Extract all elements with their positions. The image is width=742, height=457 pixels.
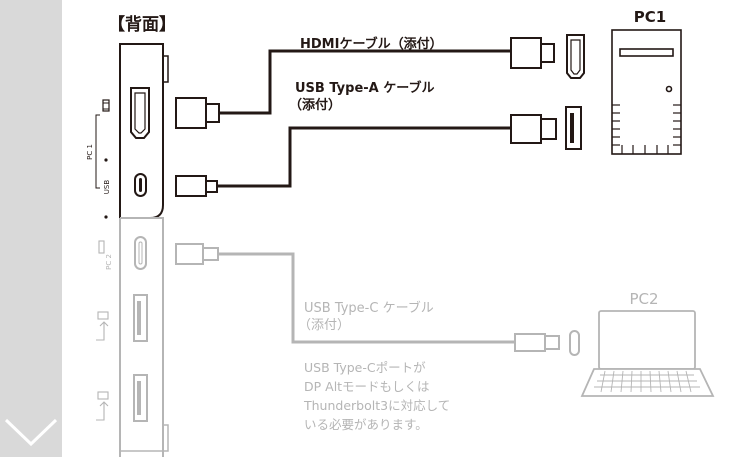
compatibility-note: USB Type-Cポートが DP Altモードもしくは Thunderbolt…	[303, 360, 450, 432]
port-group-label: PC 1	[86, 144, 94, 160]
pc1-label: PC1	[634, 8, 666, 26]
chevron-down-icon[interactable]	[0, 412, 62, 457]
usb-port-label: USB	[103, 180, 111, 195]
pc1-hdmi-port-icon	[566, 34, 585, 79]
monitor-rear-panel	[119, 43, 169, 457]
hdmi-cable-label: HDMIケーブル（添付）	[300, 36, 443, 52]
usb-downstream-icon-2	[96, 391, 109, 421]
hdmi-mark-icon	[98, 240, 105, 254]
pc1-tower-icon	[611, 29, 682, 155]
usb-c-port-pc1	[134, 173, 147, 197]
note-line: USB Type-Cポートが	[304, 360, 426, 375]
usb-downstream-icon-1	[96, 311, 109, 341]
scroll-sidebar	[0, 0, 62, 457]
rear-panel-title: 【背面】	[108, 14, 176, 35]
usb-a-cable-label-2: （添付）	[289, 97, 341, 113]
hdmi-mark-icon	[102, 99, 110, 112]
usb-a-cable-label: USB Type-A ケーブル	[295, 80, 434, 96]
hdmi-cable	[175, 37, 555, 129]
usb-c-cable	[175, 243, 560, 352]
pc1-usb-a-port-icon	[565, 106, 582, 150]
note-line: DP Altモードもしくは	[304, 379, 430, 394]
pc2-usb-c-port-icon	[569, 330, 580, 356]
hdmi-port	[130, 87, 150, 139]
usb-a-cable	[175, 114, 557, 197]
usb-a-port-1	[133, 294, 148, 342]
usb-c-port-pc2	[134, 236, 147, 270]
usb-c-cable-label-2: （添付）	[298, 318, 350, 333]
pc2-label: PC2	[629, 290, 658, 308]
port-labels: PC 1 USB PC 2	[86, 99, 113, 421]
pc2-laptop-icon	[580, 310, 715, 397]
usb-c-cable-label: USB Type-C ケーブル	[304, 300, 434, 316]
usb-a-port-2	[133, 374, 148, 422]
pc2-port-label: PC 2	[105, 254, 113, 270]
note-line: Thunderbolt3に対応して	[303, 398, 450, 413]
note-line: いる必要があります。	[304, 417, 428, 432]
